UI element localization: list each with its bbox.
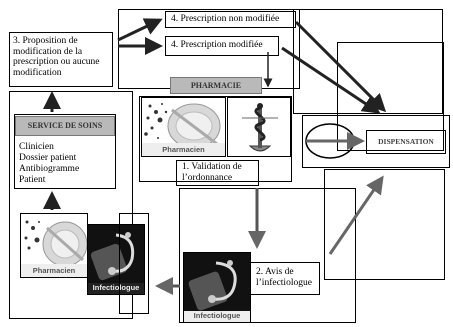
modified-box bbox=[165, 36, 279, 56]
service-header: SERVICE DE SOINS bbox=[15, 116, 115, 136]
pharmacist-photo-top: Pharmacien bbox=[141, 97, 226, 157]
validation-box bbox=[176, 160, 259, 186]
not-modified-box bbox=[165, 11, 296, 28]
caduceus-icon bbox=[228, 98, 290, 156]
dispensation-label: DISPENSATION bbox=[378, 137, 434, 146]
pharmacist-photo-bottom: Pharmacien bbox=[20, 213, 88, 278]
validation-text: 1. Validation de l’ordonnance bbox=[182, 162, 242, 183]
frame-pharmacie bbox=[139, 96, 292, 182]
infectiologist-image-left bbox=[88, 225, 144, 294]
pharmacist-pills-image bbox=[142, 98, 225, 156]
dispensation-label-box bbox=[366, 130, 446, 154]
modified-text: 4. Prescription modifiée bbox=[171, 40, 263, 50]
proposal-text: 3. Proposition de modification de la pre… bbox=[13, 36, 100, 78]
infectiologist-caption-right: Infectiologue bbox=[193, 311, 241, 320]
caduceus-icon-frame bbox=[227, 97, 291, 157]
infectiologist-left-frame bbox=[119, 213, 149, 314]
infectiologist-photo-right: Infectiologue bbox=[183, 252, 251, 323]
opinion-text: 2. Avis de l’infectiologue bbox=[256, 267, 312, 288]
infectiologist-photo-left: Infectiologue bbox=[87, 224, 145, 295]
infectiologist-caption-left: Infectiologue bbox=[92, 283, 140, 292]
infectiologist-image-right bbox=[184, 253, 250, 322]
frame-far-right bbox=[324, 169, 445, 280]
dispensation-box bbox=[302, 115, 450, 168]
pharmacie-header: PHARMACIE bbox=[170, 77, 262, 94]
pharmacist-caption-bottom: Pharmacien bbox=[32, 266, 76, 275]
frame-service bbox=[9, 91, 133, 319]
proposal-box bbox=[9, 32, 113, 87]
service-item-dossier: Dossier patient bbox=[19, 153, 77, 163]
service-list-box bbox=[14, 114, 116, 189]
frame-bottom-right bbox=[179, 188, 356, 323]
opinion-box bbox=[250, 262, 320, 295]
service-item-clinicien: Clinicien bbox=[19, 142, 54, 152]
service-item-patient: Patient bbox=[19, 175, 46, 185]
service-item-antibiogramme: Antibiogramme bbox=[19, 164, 80, 174]
pharmacist-pills-image-bottom bbox=[21, 214, 87, 277]
not-modified-text: 4. Prescription non modifiée bbox=[171, 14, 280, 24]
pharmacist-caption-top: Pharmacien bbox=[162, 145, 205, 154]
